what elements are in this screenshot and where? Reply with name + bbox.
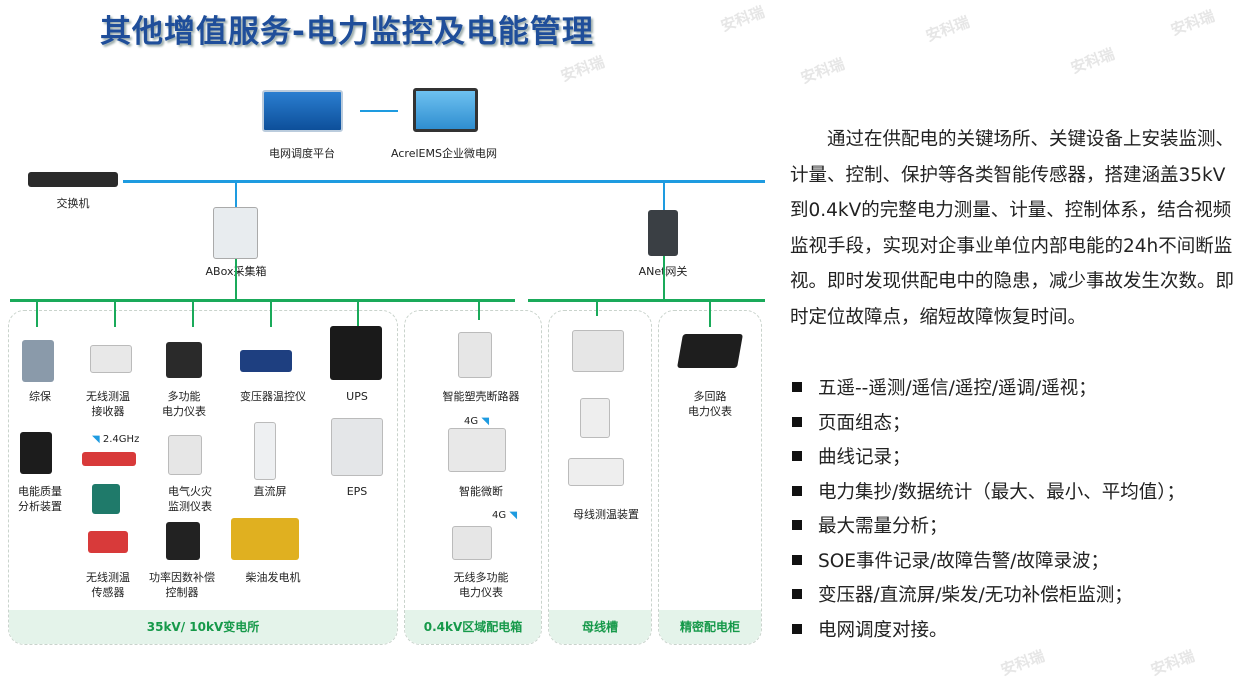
fire-monitor-image	[168, 435, 202, 475]
feature-item: 变压器/直流屏/柴发/无功补偿柜监测；	[790, 579, 1185, 614]
sensor-image	[82, 452, 136, 466]
device-label: EPS	[346, 485, 368, 498]
wireless-tag: 4G ◥	[492, 510, 518, 521]
generator-image	[231, 518, 299, 560]
feature-item: 曲线记录；	[790, 441, 1185, 476]
mccb-image	[458, 332, 492, 378]
abox-image	[213, 207, 258, 259]
watermark: 安科瑞	[1148, 646, 1197, 680]
wifi-icon: ◥	[481, 416, 490, 427]
wireless-tag: ◥ 2.4GHz	[92, 434, 140, 445]
temp-controller-image	[240, 350, 292, 372]
zone-substation: 35kV/ 10kV变电所	[8, 310, 398, 645]
device-label: 无线多功能 电力仪表	[453, 571, 509, 599]
device-label: 电气火灾 监测仪表	[168, 485, 212, 513]
feature-item: 最大需量分析；	[790, 510, 1185, 545]
device-label: 柴油发电机	[245, 571, 301, 584]
watermark: 安科瑞	[718, 2, 767, 36]
sensor-image	[88, 531, 128, 553]
feature-item: 五遥--遥测/遥信/遥控/遥调/遥视；	[790, 372, 1185, 407]
device-label: 变压器温控仪	[240, 390, 306, 403]
watermark: 安科瑞	[1068, 44, 1117, 78]
zone-label: 精密配电柜	[659, 610, 761, 644]
wifi-icon: ◥	[509, 510, 518, 521]
pf-controller-image	[166, 522, 200, 560]
device-label: 无线测温 传感器	[86, 571, 130, 599]
bus-green-right	[528, 299, 765, 302]
watermark: 安科瑞	[558, 52, 607, 86]
feature-item: SOE事件记录/故障告警/故障录波；	[790, 545, 1185, 580]
monitor-image	[413, 88, 478, 132]
device-label: 直流屏	[253, 485, 287, 498]
smart-mcb-image	[448, 428, 506, 472]
zone-distribution-box: 0.4kV区域配电箱	[404, 310, 542, 645]
switch-image	[28, 172, 118, 187]
feature-list: 五遥--遥测/遥信/遥控/遥调/遥视； 页面组态； 曲线记录； 电力集抄/数据统…	[790, 372, 1185, 648]
page-title: 其他增值服务-电力监控及电能管理	[100, 14, 594, 50]
bus-green-left	[10, 299, 515, 302]
feature-item: 电网调度对接。	[790, 614, 1185, 649]
zone-label: 35kV/ 10kV变电所	[9, 610, 397, 644]
device-label: 智能微断	[459, 485, 503, 498]
protection-relay-image	[22, 340, 54, 382]
wireless-meter-image	[452, 526, 492, 560]
watermark: 安科瑞	[798, 54, 847, 88]
switch-label: 交换机	[56, 197, 90, 210]
zone-label: 0.4kV区域配电箱	[405, 610, 541, 644]
dc-panel-image	[254, 422, 276, 480]
eps-image	[331, 418, 383, 476]
device-label: 功率因数补偿 控制器	[149, 571, 215, 599]
device-label: 综保	[29, 390, 51, 403]
power-quality-image	[20, 432, 52, 474]
watermark: 安科瑞	[1168, 6, 1217, 40]
device-label: 无线测温 接收器	[86, 390, 130, 418]
device-label: 多回路 电力仪表	[688, 390, 732, 418]
device-label: 智能塑壳断路器	[442, 390, 520, 403]
watermark: 安科瑞	[998, 646, 1047, 680]
wifi-icon: ◥	[92, 434, 100, 445]
receiver-image	[90, 345, 132, 373]
video-wall-image	[262, 90, 343, 132]
ups-image	[330, 326, 382, 380]
feature-item: 页面组态；	[790, 407, 1185, 442]
ems-label: AcrelEMS企业微电网	[391, 147, 497, 160]
zone-label: 母线槽	[549, 610, 651, 644]
device-label: UPS	[346, 390, 368, 403]
device-label: 电能质量 分析装置	[18, 485, 62, 513]
wireless-tag: 4G ◥	[464, 416, 490, 427]
multi-circuit-meter-image	[677, 334, 743, 368]
feature-item: 电力集抄/数据统计（最大、最小、平均值）；	[790, 476, 1185, 511]
meter-image	[166, 342, 202, 378]
device-label: 母线测温装置	[573, 508, 639, 521]
device-label: 多功能 电力仪表	[162, 390, 206, 418]
grid-platform-label: 电网调度平台	[269, 147, 335, 160]
watermark: 安科瑞	[923, 12, 972, 46]
description-paragraph: 通过在供配电的关键场所、关键设备上安装监测、计量、控制、保护等各类智能传感器，搭…	[790, 129, 1235, 328]
zone-busway: 母线槽	[548, 310, 652, 645]
ethernet-bus	[123, 180, 765, 183]
sensor-image	[92, 484, 120, 514]
anet-image	[648, 210, 678, 256]
busway-temp-image	[568, 458, 624, 486]
zone-precision-cabinet: 精密配电柜	[658, 310, 762, 645]
busway-sensor-image	[572, 330, 624, 372]
busway-module-image	[580, 398, 610, 438]
